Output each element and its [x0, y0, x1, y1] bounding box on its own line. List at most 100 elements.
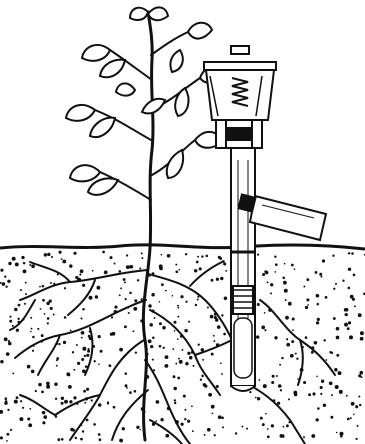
soil-speckle [73, 252, 76, 255]
soil-speckle [20, 289, 22, 291]
soil-speckle [47, 317, 50, 320]
soil-speckle [73, 396, 76, 399]
soil-speckle [189, 356, 193, 360]
soil-speckle [47, 322, 49, 324]
soil-speckle [22, 407, 24, 409]
soil-speckle [50, 307, 53, 310]
soil-speckle [154, 317, 156, 319]
soil-speckle [8, 342, 12, 346]
soil-speckle [61, 402, 64, 405]
soil-speckle [178, 358, 180, 360]
soil-speckle [188, 321, 190, 323]
soil-speckle [267, 281, 269, 283]
soil-speckle [314, 341, 318, 345]
soil-speckle [6, 352, 10, 356]
soil-speckle [31, 328, 33, 330]
soil-speckle [125, 384, 128, 387]
soil-speckle [351, 252, 354, 255]
soil-speckle [271, 424, 274, 427]
soil-speckle [329, 381, 333, 385]
soil-speckle [284, 263, 286, 265]
soil-speckle [82, 284, 85, 287]
soil-speckle [246, 428, 248, 430]
soil-speckle [80, 269, 84, 273]
soil-speckle [216, 385, 219, 388]
soil-speckle [282, 277, 285, 280]
soil-speckle [311, 434, 315, 438]
soil-speckle [165, 290, 167, 292]
soil-speckle [184, 329, 188, 333]
soil-speckle [360, 371, 364, 375]
soil-speckle [200, 379, 202, 381]
soil-speckle [113, 406, 116, 409]
soil-speckle [177, 338, 179, 340]
soil-speckle [162, 326, 166, 330]
soil-speckle [112, 332, 116, 336]
soil-speckle [113, 262, 115, 264]
soil-speckle [24, 303, 26, 305]
soil-speckle [42, 299, 45, 302]
soil-speckle [139, 268, 141, 270]
soil-speckle [141, 252, 143, 254]
soil-speckle [223, 262, 226, 265]
soil-speckle [197, 299, 199, 301]
soil-speckle [57, 438, 60, 441]
soil-speckle [23, 269, 27, 273]
soil-speckle [172, 295, 174, 297]
soil-speckle [100, 350, 103, 353]
soil-speckle [177, 377, 180, 380]
soil-speckle [286, 343, 290, 347]
soil-speckle [165, 355, 169, 359]
soil-speckle [357, 425, 359, 427]
soil-speckle [98, 433, 101, 436]
soil-speckle [16, 329, 19, 332]
soil-speckle [148, 339, 152, 343]
soil-speckle [28, 423, 32, 427]
soil-speckle [49, 299, 52, 302]
soil-speckle [194, 269, 197, 272]
soil-speckle [286, 338, 288, 340]
soil-speckle [81, 358, 84, 361]
soil-speckle [20, 400, 22, 402]
soil-speckle [61, 258, 63, 260]
soil-speckle [335, 283, 337, 285]
soil-speckle [283, 426, 285, 428]
soil-speckle [345, 313, 348, 316]
soil-speckle [86, 354, 89, 357]
soil-speckle [257, 254, 259, 256]
soil-speckle [320, 393, 322, 395]
soil-speckle [217, 325, 221, 329]
soil-speckle [192, 365, 194, 367]
soil-speckle [270, 283, 273, 286]
soil-speckle [274, 336, 277, 339]
soil-speckle [208, 393, 212, 397]
soil-speckle [99, 438, 102, 441]
soil-speckle [9, 316, 11, 318]
soil-speckle [291, 264, 294, 267]
soil-speckle [156, 400, 160, 404]
soil-speckle [80, 438, 83, 441]
soil-speckle [134, 390, 137, 393]
soil-speckle [35, 390, 37, 392]
soil-speckle [86, 388, 89, 391]
soil-speckle [159, 345, 162, 348]
soil-speckle [185, 253, 187, 255]
soil-speckle [159, 322, 162, 325]
soil-speckle [354, 305, 356, 307]
soil-speckle [5, 397, 8, 400]
soil-speckle [323, 404, 326, 407]
soil-speckle [348, 287, 351, 290]
soil-speckle [321, 380, 324, 383]
soil-speckle [7, 409, 9, 411]
soil-speckle [151, 293, 154, 296]
soil-speckle [123, 278, 126, 281]
soil-speckle [172, 348, 174, 350]
soil-speckle [211, 353, 214, 356]
soil-speckle [80, 317, 82, 319]
soil-speckle [31, 370, 35, 374]
soil-speckle [192, 430, 194, 432]
soil-speckle [4, 337, 8, 341]
soil-speckle [288, 398, 290, 400]
soil-speckle [84, 402, 86, 404]
soil-speckle [211, 405, 215, 409]
